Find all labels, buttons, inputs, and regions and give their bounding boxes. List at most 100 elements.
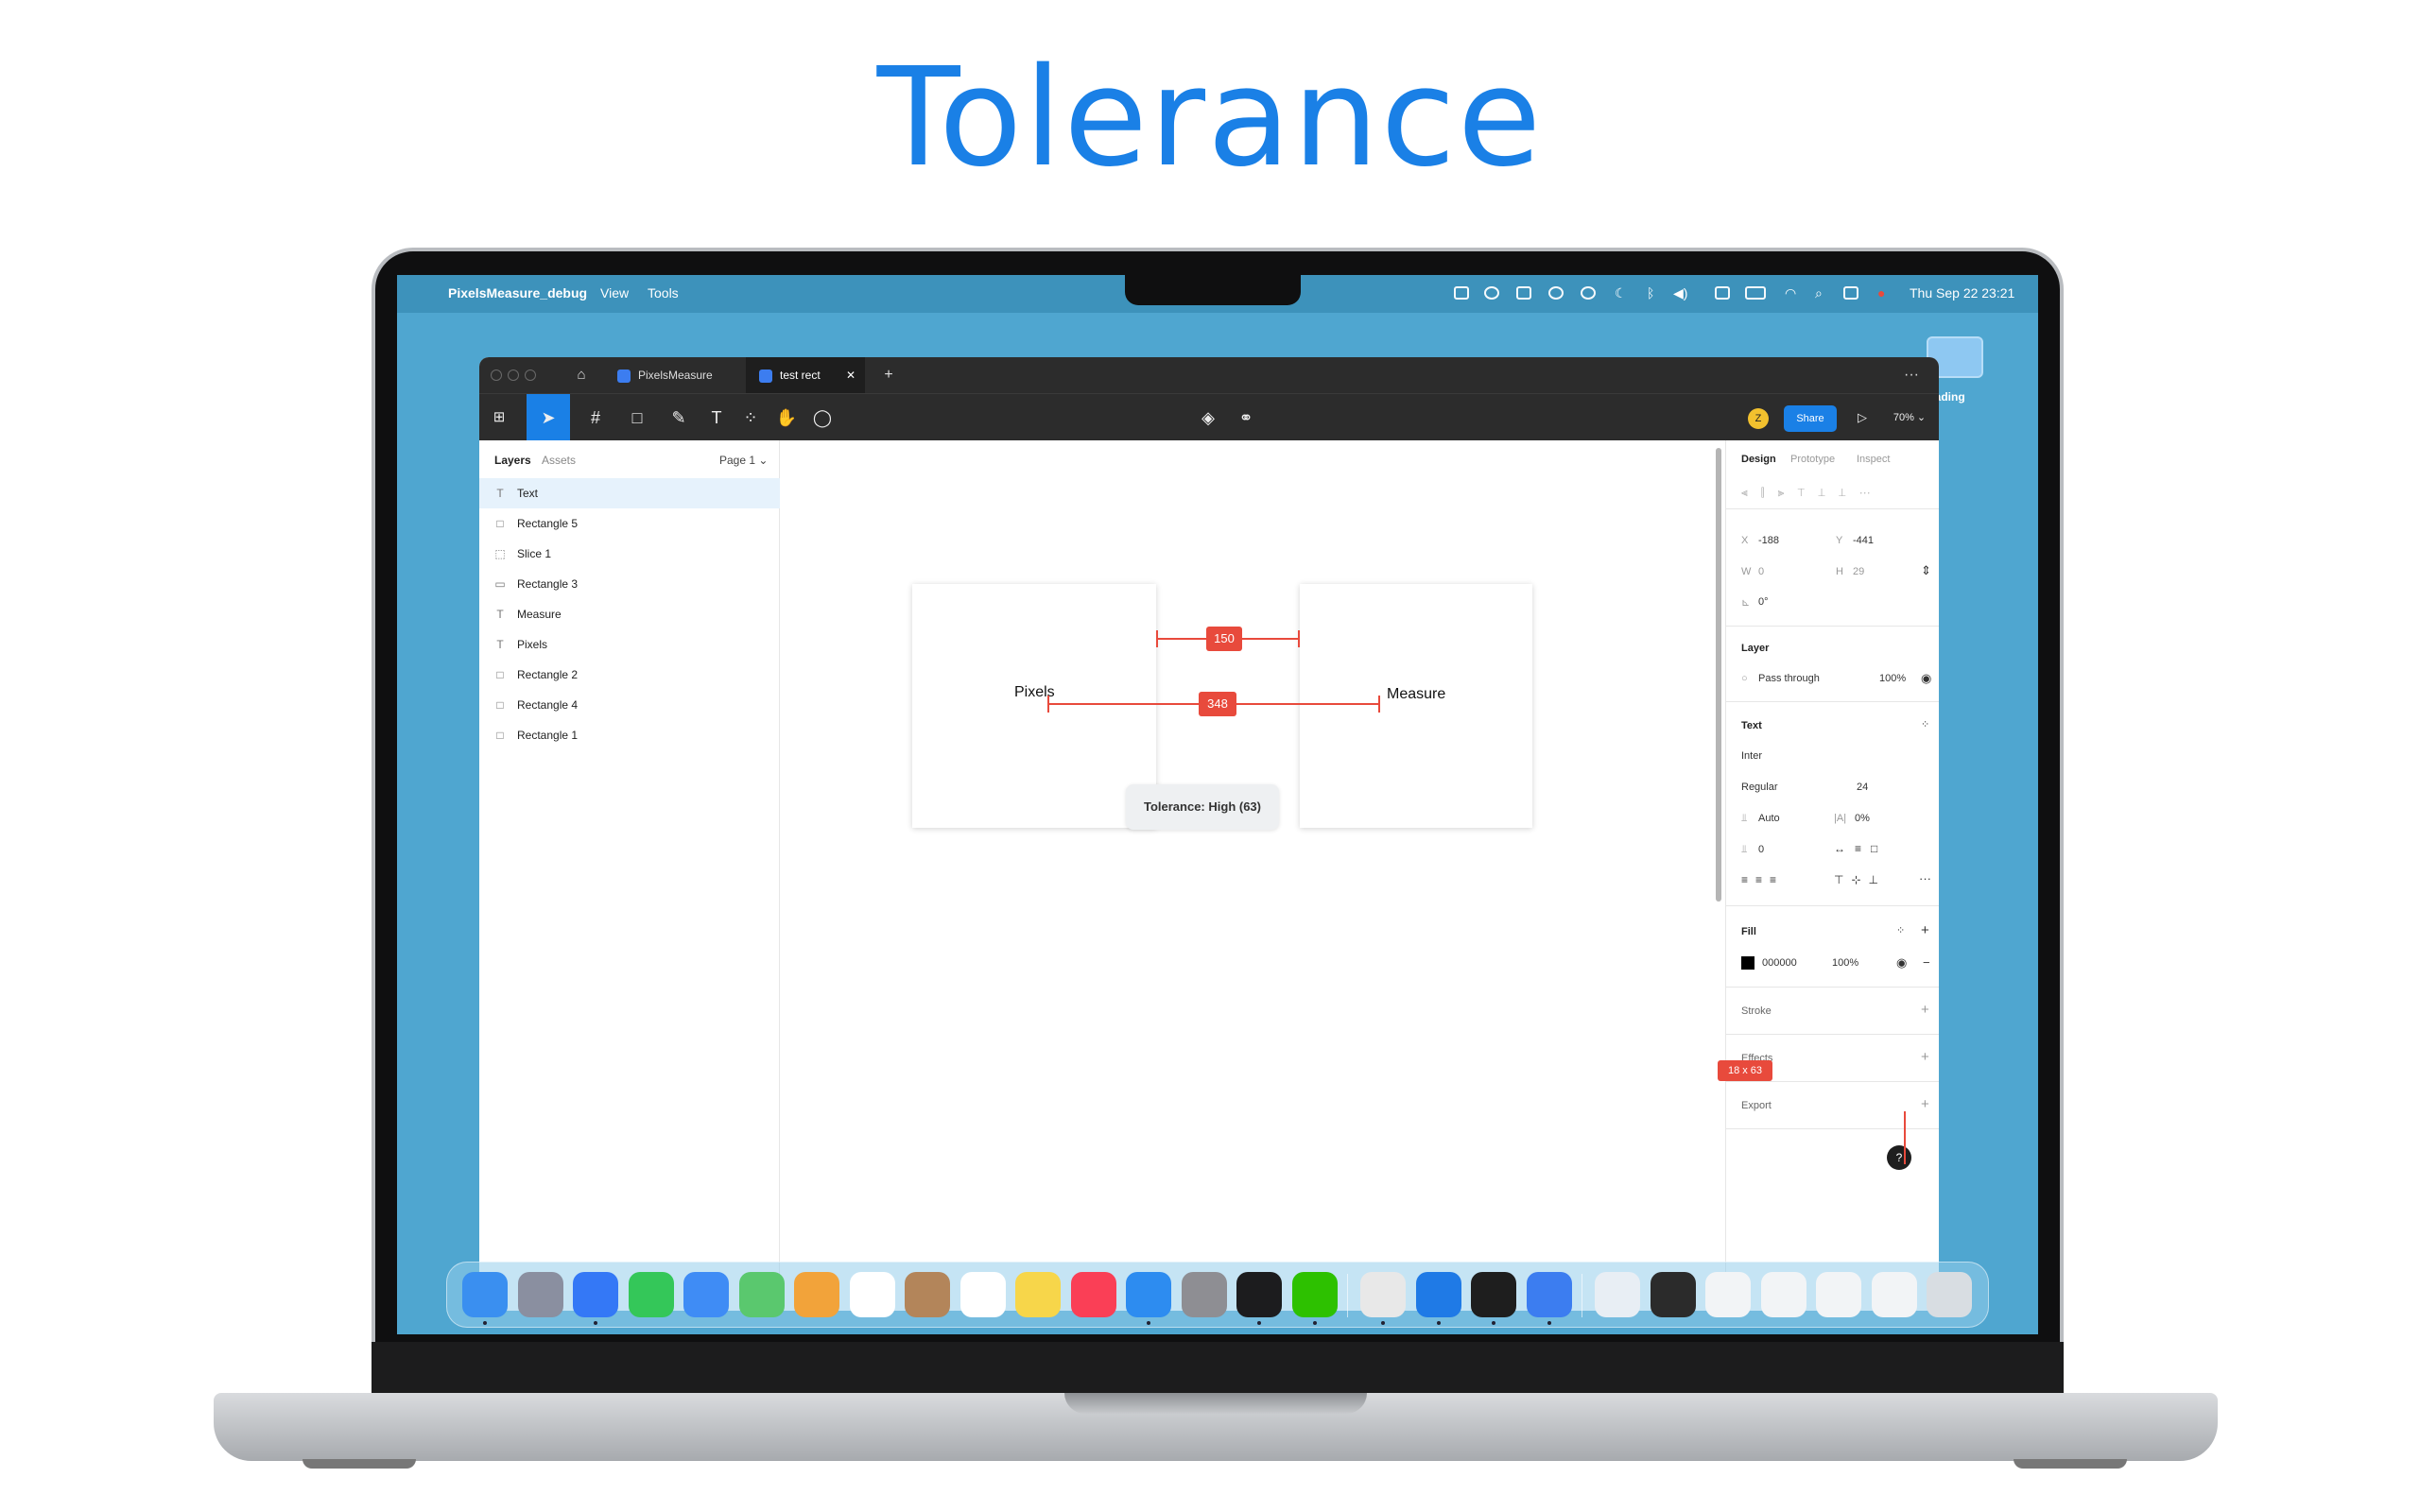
layer-row[interactable]: □Rectangle 1 bbox=[479, 720, 780, 750]
tab-pixelsmeasure[interactable]: PixelsMeasure bbox=[604, 357, 746, 393]
rectangle-right[interactable] bbox=[1300, 584, 1532, 828]
globe-status-icon[interactable] bbox=[1581, 286, 1596, 300]
canvas-scrollbar[interactable] bbox=[1716, 448, 1721, 902]
home-icon[interactable]: ⌂ bbox=[577, 367, 586, 383]
resources-icon[interactable]: ⁘ bbox=[743, 408, 758, 427]
add-export-icon[interactable]: + bbox=[1921, 1096, 1929, 1112]
reminders-icon[interactable] bbox=[959, 1272, 1006, 1317]
finder-icon[interactable] bbox=[462, 1272, 508, 1317]
move-tool-icon[interactable]: ➤ bbox=[527, 394, 570, 441]
wifi-icon[interactable]: ◠ bbox=[1785, 285, 1797, 301]
shape-tool-icon[interactable]: □ bbox=[631, 408, 643, 427]
avatar[interactable]: Z bbox=[1748, 408, 1769, 429]
paragraph-spacing-input[interactable]: 0 bbox=[1758, 844, 1765, 855]
input-source-icon[interactable] bbox=[1715, 286, 1730, 300]
add-stroke-icon[interactable]: + bbox=[1921, 1002, 1929, 1018]
tab-layers[interactable]: Layers bbox=[494, 454, 531, 467]
tab-inspect[interactable]: Inspect bbox=[1857, 454, 1891, 465]
font-family-select[interactable]: Inter bbox=[1741, 750, 1763, 762]
battery-icon[interactable] bbox=[1745, 286, 1766, 300]
y-input[interactable]: -441 bbox=[1853, 535, 1875, 546]
trash-icon[interactable] bbox=[1927, 1272, 1972, 1317]
h-input[interactable]: 29 bbox=[1853, 566, 1865, 577]
notes-icon[interactable] bbox=[1015, 1272, 1061, 1317]
tab-design[interactable]: Design bbox=[1741, 454, 1776, 465]
text-more-icon[interactable]: ··· bbox=[1919, 871, 1931, 885]
present-icon[interactable]: ▷ bbox=[1858, 410, 1867, 424]
component-icon[interactable]: ◈ bbox=[1201, 408, 1215, 427]
spotlight-search-icon[interactable]: ⌕ bbox=[1815, 285, 1823, 301]
align-toolbar[interactable]: ⫷⫿⫸⊤⊥⊥⋯ bbox=[1741, 486, 1884, 499]
fill-swatch[interactable] bbox=[1741, 956, 1754, 970]
system-settings-icon[interactable] bbox=[1181, 1272, 1227, 1317]
text-styles-icon[interactable]: ⁘ bbox=[1921, 719, 1930, 730]
messages-icon[interactable] bbox=[628, 1272, 674, 1317]
vertical-align-icons[interactable]: ⊤⊹⊥ bbox=[1834, 873, 1886, 886]
page-selector[interactable]: Page 1 ⌄ bbox=[719, 454, 769, 467]
pixelsmeasure-icon[interactable] bbox=[1526, 1272, 1572, 1317]
tab-test-rect[interactable]: test rect ✕ bbox=[746, 357, 865, 393]
text-pixels[interactable]: Pixels bbox=[1014, 684, 1055, 700]
photos-icon[interactable] bbox=[794, 1272, 839, 1317]
line-height-input[interactable]: Auto bbox=[1758, 813, 1780, 824]
window-thumb-icon[interactable] bbox=[1816, 1272, 1861, 1317]
tab-assets[interactable]: Assets bbox=[542, 454, 577, 467]
calendar-icon[interactable] bbox=[849, 1272, 895, 1317]
menu-datetime[interactable]: Thu Sep 22 23:21 bbox=[1910, 285, 2015, 301]
letter-spacing-input[interactable]: 0% bbox=[1855, 813, 1870, 824]
pen-tool-icon[interactable]: ✎ bbox=[671, 408, 686, 427]
menu-tools[interactable]: Tools bbox=[648, 285, 679, 301]
contacts-icon[interactable] bbox=[905, 1272, 950, 1317]
window-thumb-icon[interactable] bbox=[1650, 1272, 1696, 1317]
minimize-window-button[interactable] bbox=[508, 369, 519, 381]
chrome-icon[interactable] bbox=[1360, 1272, 1406, 1317]
bluetooth-icon[interactable]: ᛒ bbox=[1647, 285, 1655, 301]
moon-icon[interactable]: ☾ bbox=[1615, 285, 1627, 301]
frame-tool-icon[interactable]: # bbox=[590, 408, 600, 427]
link-icon[interactable]: ⚭ bbox=[1238, 408, 1253, 427]
x-input[interactable]: -188 bbox=[1758, 535, 1780, 546]
menu-view[interactable]: View bbox=[600, 285, 630, 301]
safari-icon[interactable] bbox=[573, 1272, 618, 1317]
eye-icon[interactable]: ◉ bbox=[1921, 671, 1932, 685]
font-style-select[interactable]: Regular bbox=[1741, 782, 1778, 793]
new-tab-icon[interactable]: + bbox=[884, 367, 893, 383]
blend-mode-select[interactable]: Pass through bbox=[1758, 673, 1820, 684]
layer-row[interactable]: □Rectangle 2 bbox=[479, 660, 780, 690]
layer-row[interactable]: □Rectangle 4 bbox=[479, 690, 780, 720]
remove-fill-icon[interactable]: − bbox=[1923, 955, 1930, 970]
canvas[interactable]: Pixels Measure 150 348 Tolerance: High (… bbox=[780, 440, 1725, 1311]
menu-app-name[interactable]: PixelsMeasure_debug bbox=[448, 285, 588, 301]
fill-opacity-input[interactable]: 100% bbox=[1832, 957, 1859, 969]
xcode-icon[interactable] bbox=[1415, 1272, 1461, 1317]
music-icon[interactable] bbox=[1070, 1272, 1116, 1317]
grid-status-icon[interactable] bbox=[1454, 286, 1469, 300]
window-thumb-icon[interactable] bbox=[1760, 1272, 1806, 1317]
zoom-window-button[interactable] bbox=[525, 369, 536, 381]
comment-tool-icon[interactable]: ◯ bbox=[812, 408, 833, 427]
add-effect-icon[interactable]: + bbox=[1921, 1049, 1929, 1065]
layer-row[interactable]: □Rectangle 5 bbox=[479, 508, 780, 539]
share-button[interactable]: Share bbox=[1784, 405, 1837, 432]
main-menu-icon[interactable]: ⊞ bbox=[493, 409, 506, 425]
font-size-input[interactable]: 24 bbox=[1857, 782, 1869, 793]
more-menu-icon[interactable]: ··· bbox=[1904, 367, 1919, 383]
zoom-level[interactable]: 70% ⌄ bbox=[1893, 412, 1927, 423]
screen-record-icon[interactable]: ● bbox=[1877, 285, 1886, 301]
hand-tool-icon[interactable]: ✋ bbox=[775, 408, 798, 427]
layer-opacity-input[interactable]: 100% bbox=[1879, 673, 1907, 684]
launchpad-icon[interactable] bbox=[517, 1272, 563, 1317]
window-thumb-icon[interactable] bbox=[1595, 1272, 1640, 1317]
layer-row[interactable]: ⬚Slice 1 bbox=[479, 539, 780, 569]
control-center-icon[interactable] bbox=[1843, 286, 1858, 300]
fill-hex-input[interactable]: 000000 bbox=[1762, 957, 1797, 969]
resize-mode-icons[interactable]: ↔≡□ bbox=[1834, 842, 1888, 855]
w-input[interactable]: 0 bbox=[1758, 566, 1765, 577]
window-thumb-icon[interactable] bbox=[1871, 1272, 1917, 1317]
wechat-status-icon[interactable] bbox=[1548, 286, 1564, 300]
fill-eye-icon[interactable]: ◉ bbox=[1896, 955, 1908, 970]
close-tab-icon[interactable]: ✕ bbox=[845, 369, 856, 382]
